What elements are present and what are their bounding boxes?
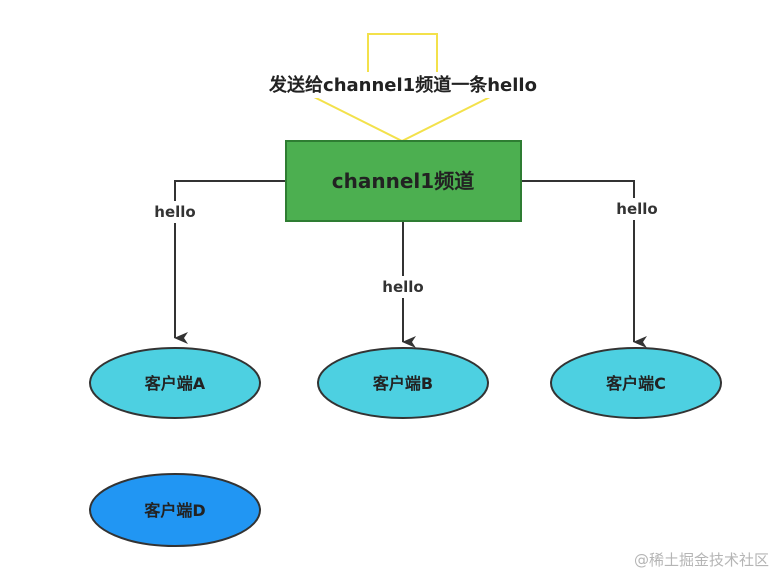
watermark: @稀土掘金技术社区 xyxy=(633,551,769,569)
edge-label-a: hello xyxy=(154,203,195,221)
client-d-label: 客户端D xyxy=(144,501,205,520)
client-b-label: 客户端B xyxy=(373,374,433,393)
edge-label-backdrop-a xyxy=(150,201,200,223)
channel-node xyxy=(285,140,522,222)
client-c-node xyxy=(550,347,722,419)
edge-to-client-c xyxy=(521,180,647,348)
edge-label-backdrop-c xyxy=(610,198,660,220)
edge-label-backdrop-b xyxy=(378,276,428,298)
edge-to-client-a xyxy=(174,180,286,344)
client-a-label: 客户端A xyxy=(145,374,206,393)
client-a-node xyxy=(89,347,261,419)
client-c-label: 客户端C xyxy=(606,374,666,393)
channel-label: channel1频道 xyxy=(332,169,474,193)
publish-label-backdrop xyxy=(262,72,546,98)
publish-label: 发送给channel1频道一条hello xyxy=(268,74,537,96)
client-d-node xyxy=(89,473,261,547)
edge-label-c: hello xyxy=(616,200,657,218)
client-b-node xyxy=(317,347,489,419)
edge-label-b: hello xyxy=(382,278,423,296)
